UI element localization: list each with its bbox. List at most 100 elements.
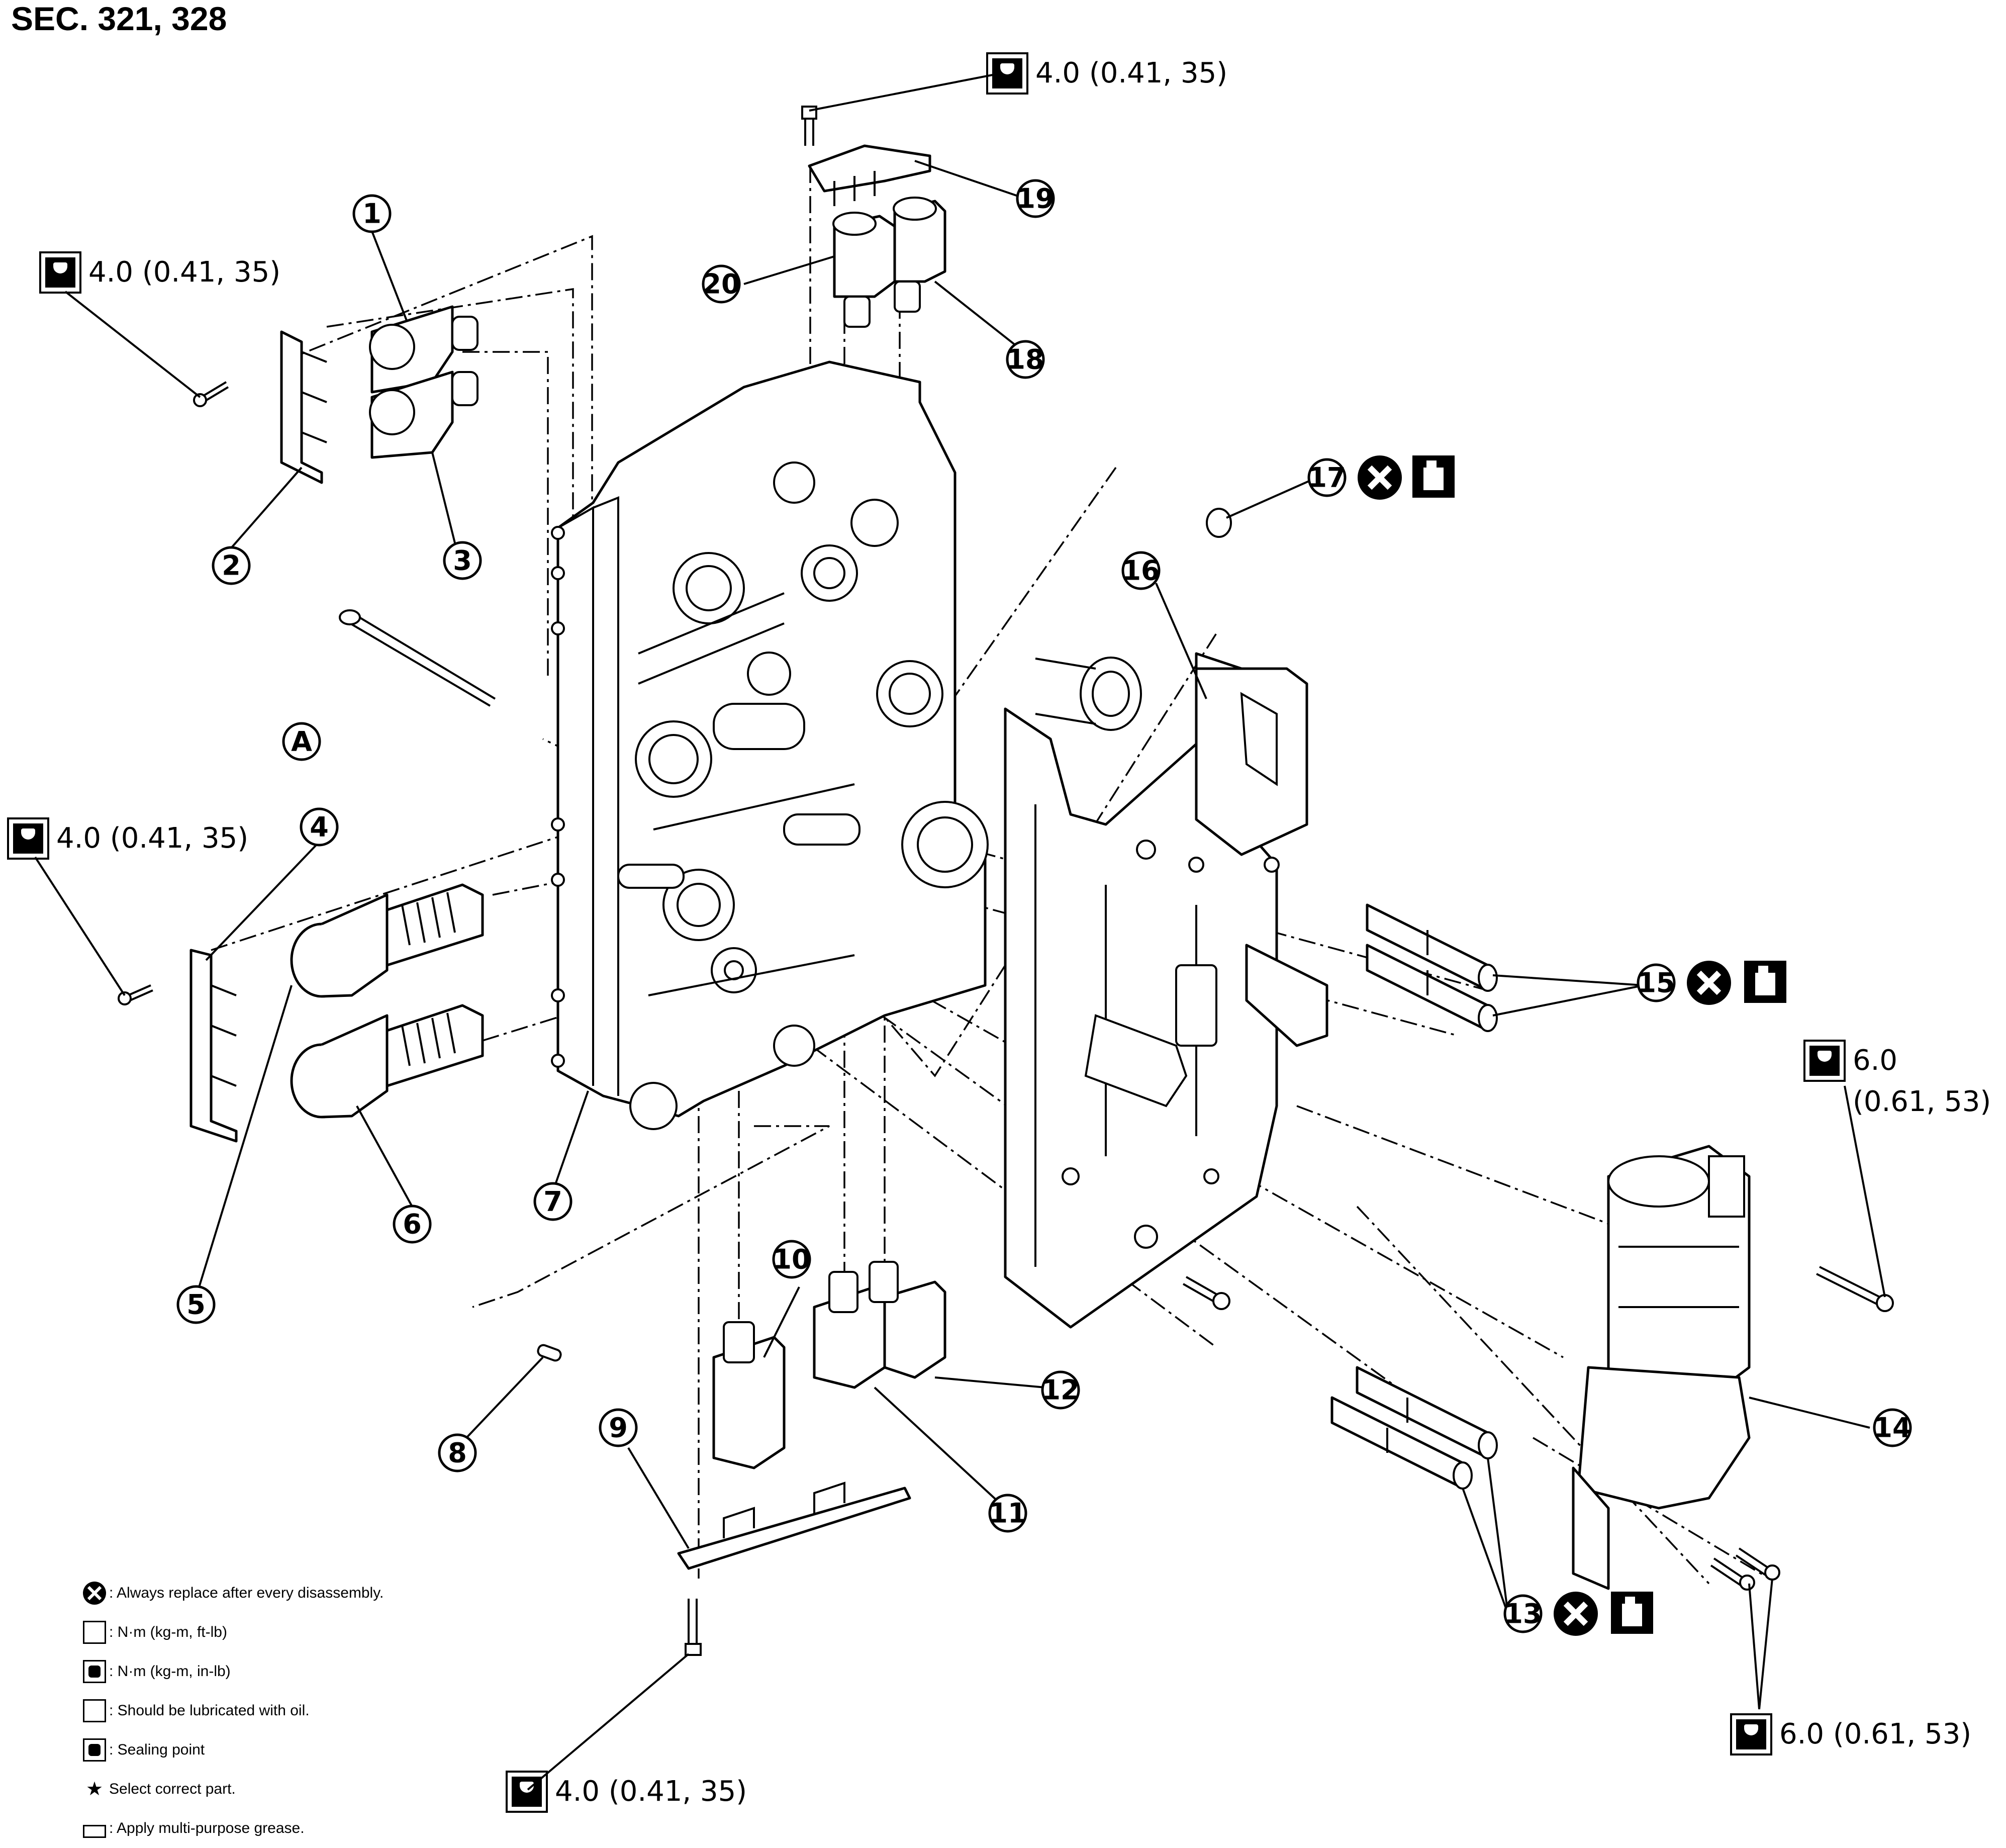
legend-row-nm-in: : N·m (kg-m, in-lb) — [83, 1652, 384, 1691]
torque-value-line1: 6.0 — [1853, 1044, 1898, 1077]
bolt-mid-left — [118, 984, 153, 1005]
callout-5: 5 — [176, 1285, 216, 1324]
legend-row-select: ★ Select correct part. — [83, 1770, 384, 1809]
bolt-right-center — [1183, 1276, 1230, 1310]
retainer-pin — [537, 1344, 562, 1362]
callout-11: 11 — [988, 1494, 1027, 1533]
svg-text:13: 13 — [1504, 1598, 1542, 1630]
svg-text:6: 6 — [403, 1209, 422, 1240]
svg-text:11: 11 — [989, 1498, 1026, 1529]
control-valve-body — [551, 360, 989, 1130]
legend-text: Select correct part. — [109, 1781, 236, 1797]
legend-text: : Should be lubricated with oil. — [109, 1702, 310, 1719]
svg-text:2: 2 — [222, 550, 241, 582]
leader-lines — [34, 73, 1886, 1791]
torque-ftlb-icon — [83, 1621, 106, 1644]
svg-text:10: 10 — [773, 1244, 810, 1275]
long-bolt-a — [339, 609, 496, 707]
callout-17: 17 — [1307, 458, 1347, 497]
svg-text:7: 7 — [543, 1186, 562, 1218]
torque-value: 4.0 (0.41, 35) — [56, 822, 249, 855]
callout-18: 18 — [1006, 340, 1045, 379]
svg-text:8: 8 — [448, 1437, 467, 1469]
callout-20: 20 — [702, 264, 741, 304]
oil-icon — [1744, 961, 1786, 1003]
callout-4: 4 — [300, 807, 339, 847]
torque-label-bottom-right: 6.0 (0.61, 53) — [1730, 1713, 1971, 1755]
shift-actuator — [1572, 1145, 1751, 1590]
callout-8: 8 — [438, 1433, 477, 1472]
svg-text:A: A — [291, 726, 312, 758]
torque-label-top: 4.0 (0.41, 35) — [986, 52, 1227, 95]
torque-value: 4.0 (0.41, 35) — [88, 256, 281, 289]
legend-row-grease: : Apply multi-purpose grease. — [83, 1809, 384, 1848]
callout-14: 14 — [1873, 1408, 1912, 1447]
svg-text:14: 14 — [1873, 1412, 1911, 1444]
torque-value: 4.0 (0.41, 35) — [555, 1775, 747, 1808]
solenoid-bracket-upper-left — [280, 330, 327, 484]
callout-16: 16 — [1121, 551, 1161, 590]
lower-valve-body — [1004, 652, 1328, 1329]
callout-13: 13 — [1503, 1594, 1543, 1633]
replace-icon — [1358, 455, 1402, 500]
section-title: SEC. 321, 328 — [11, 0, 227, 37]
legend-text: : Apply multi-purpose grease. — [109, 1820, 305, 1836]
torque-wrench-icon — [986, 52, 1028, 95]
bolts-right-lower — [1710, 1547, 1780, 1591]
callout-2: 2 — [212, 546, 251, 585]
svg-text:17: 17 — [1308, 462, 1346, 494]
callout-10: 10 — [772, 1240, 811, 1279]
replace-icon — [83, 1582, 106, 1605]
svg-text:16: 16 — [1122, 555, 1160, 587]
solenoid-bracket-mid-left — [189, 949, 238, 1143]
legend-row-replace: : Always replace after every disassembly… — [83, 1574, 384, 1613]
callout-6: 6 — [393, 1205, 432, 1244]
svg-text:18: 18 — [1006, 344, 1044, 376]
callout-1: 1 — [352, 194, 392, 233]
bolt-right-upper — [1816, 1266, 1894, 1312]
solenoid-bracket-bottom — [677, 1482, 911, 1570]
solenoid-lower-pair — [813, 1261, 946, 1389]
solenoid-bracket-top — [808, 144, 931, 206]
svg-text:20: 20 — [702, 268, 740, 300]
callout-19: 19 — [1016, 179, 1055, 218]
torque-value: 6.0 (0.61, 53) — [1779, 1718, 1972, 1750]
torque-wrench-icon — [1803, 1040, 1846, 1082]
callout-12: 12 — [1041, 1370, 1080, 1410]
replace-icon — [1687, 961, 1731, 1005]
pipes-lower — [1330, 1366, 1498, 1490]
torque-wrench-icon — [39, 251, 81, 294]
callout-15: 15 — [1637, 963, 1676, 1002]
oil-icon — [1611, 1592, 1653, 1634]
solenoid-pair-top — [832, 197, 946, 328]
svg-text:5: 5 — [186, 1289, 206, 1321]
torque-wrench-icon — [7, 817, 49, 860]
svg-text:1: 1 — [362, 198, 381, 230]
solenoid-pair-mid-left — [290, 883, 484, 1119]
star-icon: ★ — [85, 1779, 104, 1800]
bolt-bottom — [685, 1599, 702, 1656]
torque-wrench-icon — [1730, 1713, 1772, 1755]
legend-row-seal: : Sealing point — [83, 1730, 384, 1770]
oil-icon — [83, 1699, 106, 1722]
legend-text: : N·m (kg-m, ft-lb) — [109, 1624, 227, 1640]
torque-inlb-icon — [83, 1660, 106, 1683]
callout-7: 7 — [533, 1182, 572, 1221]
legend-text: : N·m (kg-m, in-lb) — [109, 1663, 231, 1680]
svg-text:9: 9 — [609, 1412, 628, 1444]
svg-text:19: 19 — [1016, 183, 1054, 215]
svg-text:15: 15 — [1637, 967, 1675, 999]
svg-text:4: 4 — [310, 811, 329, 843]
pipes-right — [1366, 903, 1498, 1032]
callout-9: 9 — [599, 1408, 638, 1447]
torque-label-mid-left: 4.0 (0.41, 35) — [7, 817, 248, 860]
torque-value: 4.0 (0.41, 35) — [1035, 57, 1228, 89]
symbol-legend: : Always replace after every disassembly… — [83, 1574, 384, 1848]
svg-text:12: 12 — [1041, 1374, 1079, 1406]
callout-3: 3 — [443, 541, 482, 580]
oil-icon — [1412, 455, 1455, 498]
torque-value-line2: (0.61, 53) — [1853, 1085, 1991, 1118]
callout-a: A — [282, 722, 321, 761]
